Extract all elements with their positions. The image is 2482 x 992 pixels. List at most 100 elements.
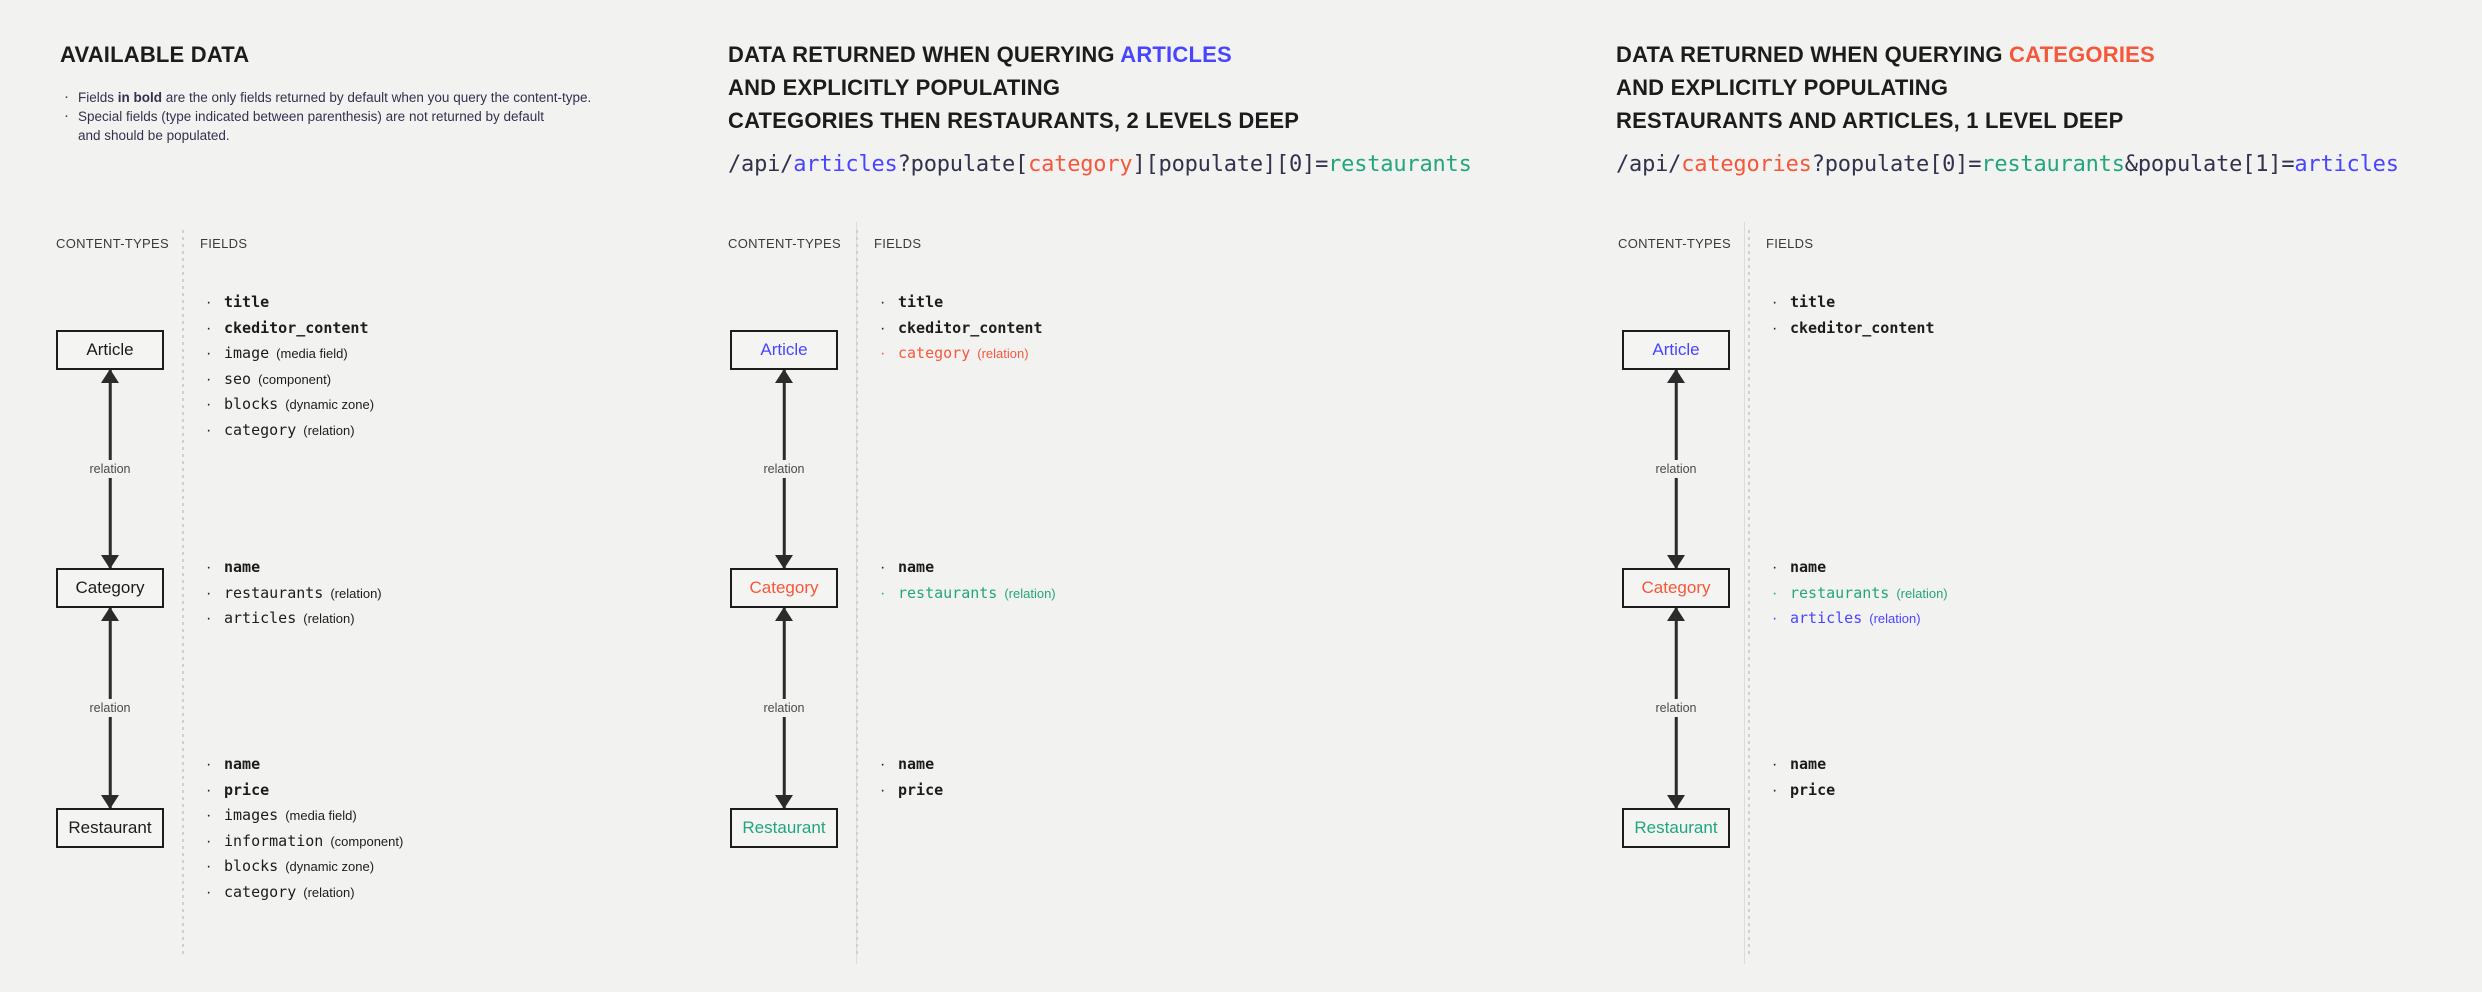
field-name: price <box>1790 780 1836 799</box>
entity-box-restaurant[interactable]: Restaurant <box>730 808 838 848</box>
entity-box-label: Restaurant <box>742 818 826 837</box>
field-name: name <box>898 755 935 773</box>
entity-box-label: Restaurant <box>1634 818 1718 837</box>
field-list-item: information (component) <box>204 829 403 855</box>
field-name: ckeditor_content <box>898 318 1043 337</box>
field-name: blocks <box>224 857 279 875</box>
relation-arrow: relation <box>1622 369 1730 569</box>
entity-box-article[interactable]: Article <box>730 330 838 370</box>
entity-box-restaurant[interactable]: Restaurant <box>1622 808 1730 848</box>
arrowhead-down-icon <box>1667 795 1685 809</box>
field-name: price <box>224 780 270 799</box>
field-type: (relation) <box>303 422 355 438</box>
field-name: seo <box>224 369 252 388</box>
caption-fields: FIELDS <box>874 236 922 251</box>
entity-box-category[interactable]: Category <box>1622 568 1730 608</box>
field-list-item: restaurants (relation) <box>878 581 1056 607</box>
field-name: price <box>898 780 944 799</box>
entity-box-article[interactable]: Article <box>56 330 164 370</box>
legend-note-item: Fields in bold are the only fields retur… <box>62 87 591 107</box>
field-list: name price <box>878 752 943 803</box>
url-token: /api/ <box>1616 152 1682 177</box>
field-name: images <box>224 806 279 824</box>
field-list-item: name <box>878 752 943 778</box>
field-list-item: name <box>878 555 1056 581</box>
field-type: (relation) <box>330 585 382 601</box>
field-type: (relation) <box>1896 585 1948 601</box>
field-list-item: seo(component) <box>204 367 374 393</box>
arrowhead-down-icon <box>775 795 793 809</box>
caption-fields: FIELDS <box>1766 236 1814 251</box>
arrowhead-down-icon <box>101 555 119 569</box>
relation-arrow: relation <box>56 369 164 569</box>
entity-box-label: Category <box>75 578 145 597</box>
arrowhead-up-icon <box>1667 607 1685 621</box>
field-list-item: title <box>1770 290 1935 316</box>
legend-note-item: Special fields (type indicated between p… <box>62 106 591 145</box>
field-list-item: restaurants (relation) <box>204 581 382 607</box>
api-url-articles: /api/articles?populate[category][populat… <box>728 152 1472 177</box>
relation-arrow-label: relation <box>1651 699 1701 717</box>
field-name: articles <box>1790 609 1863 627</box>
entity-box-label: Article <box>86 340 134 359</box>
field-name: name <box>1790 755 1827 773</box>
field-name: restaurants <box>898 583 998 602</box>
entity-box-label: Restaurant <box>68 818 152 837</box>
url-token: /api/ <box>728 152 794 177</box>
url-token: categories <box>1681 152 1812 177</box>
field-list-item: category(relation) <box>204 418 374 444</box>
field-name: name <box>898 558 935 576</box>
legend-notes: Fields in bold are the only fields retur… <box>62 87 591 145</box>
entity-box-label: Article <box>1652 340 1700 359</box>
url-token: ?populate[ <box>897 152 1029 177</box>
arrowhead-up-icon <box>775 607 793 621</box>
field-list-item: images(media field) <box>204 803 403 829</box>
url-token: articles <box>793 152 898 177</box>
caption-content-types: CONTENT-TYPES <box>1618 236 1731 251</box>
api-url-categories: /api/categories?populate[0]=restaurants&… <box>1616 152 2399 177</box>
field-type: (relation) <box>303 611 355 626</box>
field-name: category <box>224 882 297 901</box>
field-list-item: restaurants(relation) <box>1770 581 1948 607</box>
caption-content-types: CONTENT-TYPES <box>728 236 841 251</box>
entity-box-category[interactable]: Category <box>730 568 838 608</box>
field-name: information <box>224 831 324 850</box>
field-list-item: ckeditor_content <box>204 316 374 342</box>
url-token: articles <box>2294 152 2399 177</box>
field-list-item: ckeditor_content <box>878 316 1043 342</box>
entity-box-category[interactable]: Category <box>56 568 164 608</box>
relation-arrow: relation <box>1622 607 1730 809</box>
field-list: namerestaurants(relation)articles(relati… <box>1770 555 1948 632</box>
field-list-item: image (media field) <box>204 341 374 367</box>
arrowhead-down-icon <box>101 795 119 809</box>
arrowhead-up-icon <box>101 607 119 621</box>
field-list: name restaurants (relation) <box>878 555 1056 606</box>
relation-arrow-label: relation <box>85 460 135 478</box>
field-list-item: name <box>204 752 403 778</box>
field-type: (component) <box>330 833 404 849</box>
field-type: (media field) <box>276 346 348 361</box>
field-name: image <box>224 344 270 362</box>
arrowhead-up-icon <box>101 369 119 383</box>
field-type: (relation) <box>1004 585 1056 601</box>
relation-arrow-label: relation <box>759 460 809 478</box>
entity-box-article[interactable]: Article <box>1622 330 1730 370</box>
field-list-item: title <box>204 290 374 316</box>
field-type: (dynamic zone) <box>285 397 375 412</box>
field-list-item: name <box>1770 555 1948 581</box>
field-name: name <box>1790 558 1827 576</box>
field-name: title <box>224 293 270 311</box>
field-name: articles <box>224 609 297 627</box>
field-name: name <box>224 558 261 576</box>
field-name: category <box>898 344 971 362</box>
field-list-item: articles (relation) <box>204 606 382 632</box>
heading-accent: ARTICLES <box>1120 42 1232 67</box>
panel-divider-2 <box>1744 222 1745 964</box>
field-name: blocks <box>224 395 279 413</box>
field-type: (dynamic zone) <box>285 859 375 874</box>
field-list-item: articles(relation) <box>1770 606 1948 632</box>
caption-content-types: CONTENT-TYPES <box>56 236 169 251</box>
field-name: restaurants <box>224 583 324 602</box>
entity-box-restaurant[interactable]: Restaurant <box>56 808 164 848</box>
field-list: titleckeditor_content <box>1770 290 1935 341</box>
